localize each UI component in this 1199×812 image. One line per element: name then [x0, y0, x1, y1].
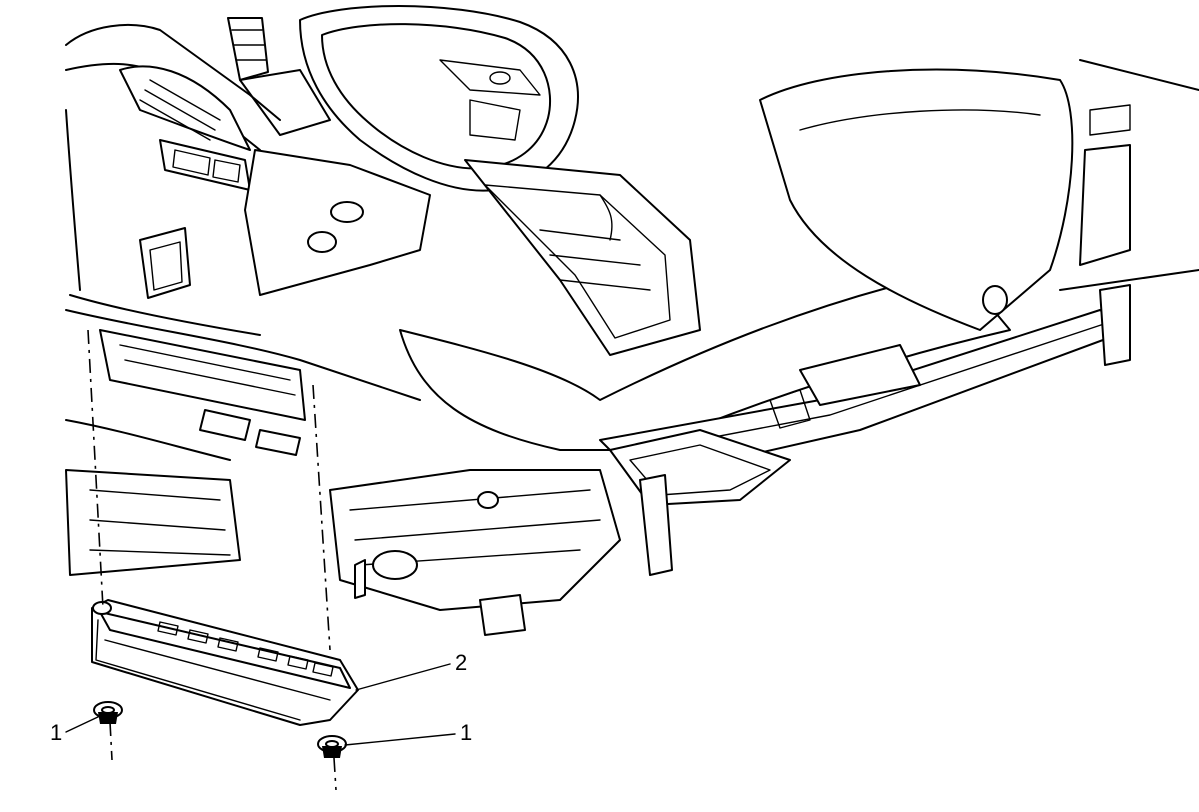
center-console [399, 59, 1199, 451]
leader-lines [65, 663, 456, 746]
steering-column [227, 17, 331, 136]
lower-panel [91, 599, 359, 726]
center-stack [464, 159, 701, 356]
knee-bolster [244, 149, 431, 296]
alignment-lines [87, 329, 337, 791]
underdash-structure [65, 309, 421, 576]
callout-label-fastener-left: 1 [50, 720, 62, 745]
callout-label-fastener-right: 1 [460, 720, 472, 745]
cross-car-beam [599, 284, 1131, 576]
hvac-module [329, 469, 621, 636]
dash-left [65, 24, 281, 336]
steering-wheel [299, 5, 579, 192]
fastener-left [93, 701, 123, 724]
panel-slots [157, 621, 334, 677]
callout-label-panel: 2 [455, 650, 467, 675]
fastener-right [317, 735, 347, 758]
